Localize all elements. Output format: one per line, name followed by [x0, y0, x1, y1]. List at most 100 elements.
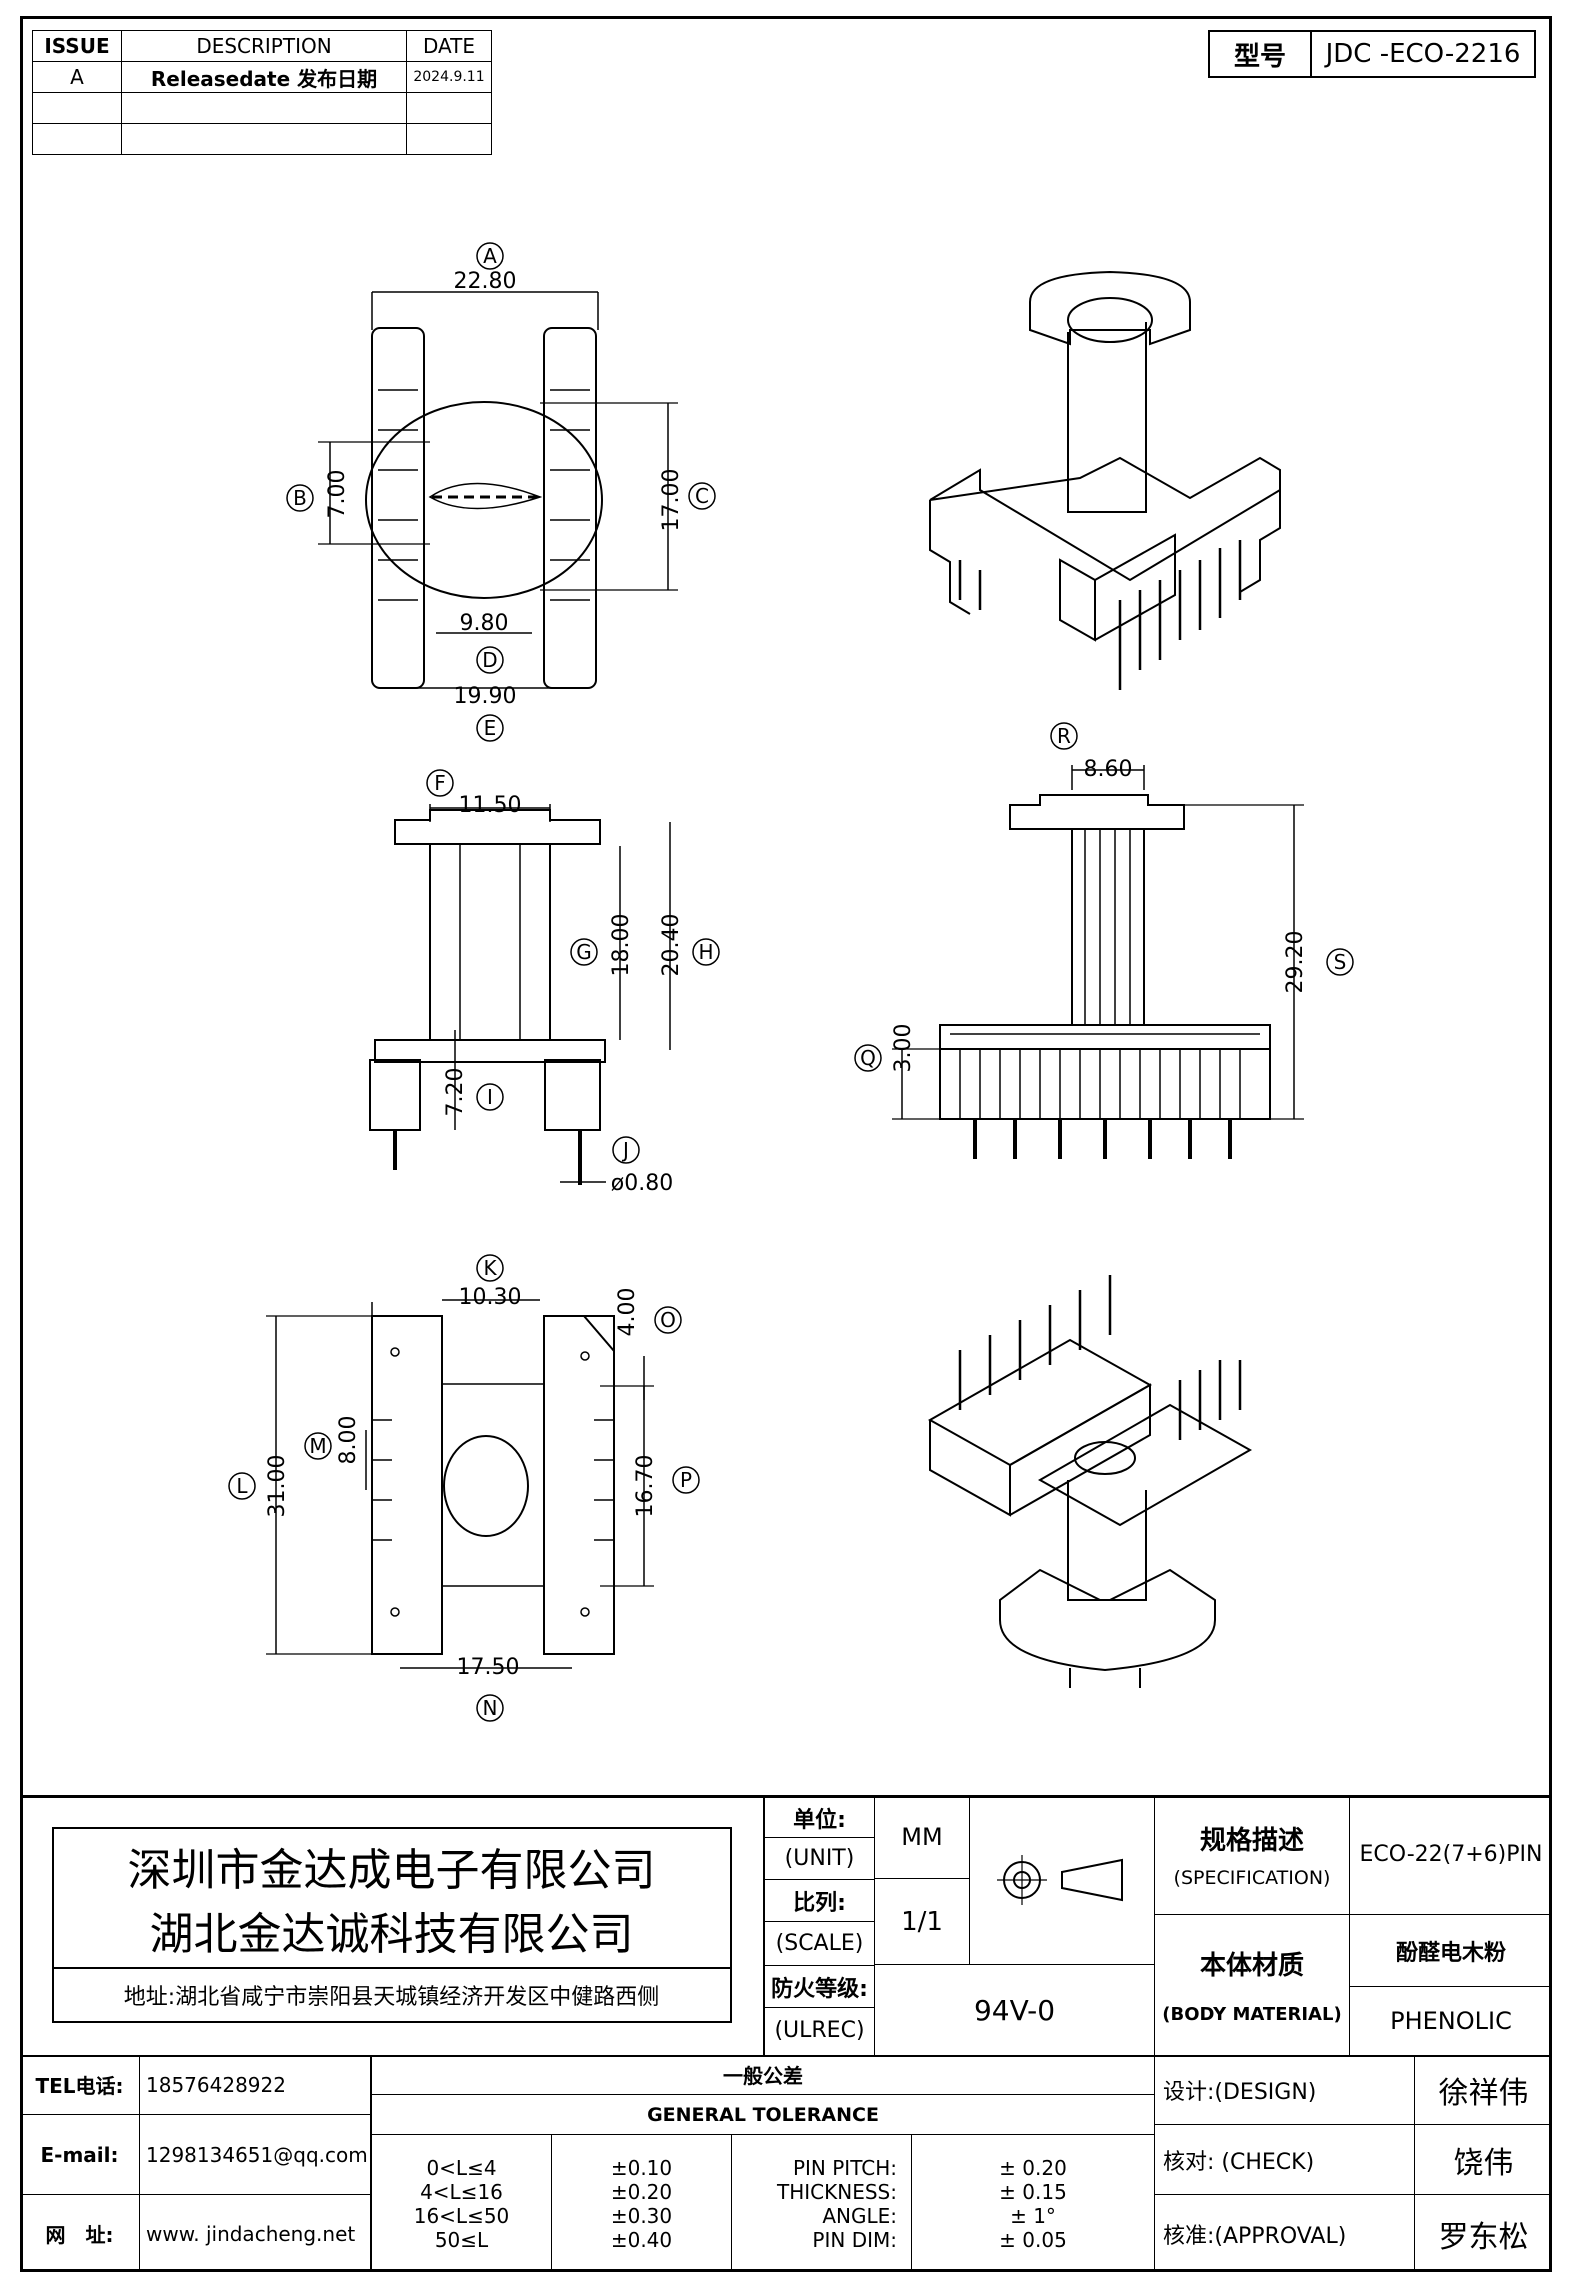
marker-o: O: [660, 1308, 676, 1332]
marker-g: G: [576, 940, 592, 964]
other-tol-2: ± 1°: [1010, 2203, 1056, 2228]
range-0: 0<L≤4: [426, 2155, 497, 2180]
bottom-view: [266, 1299, 654, 1669]
drawing-frame: [20, 16, 1552, 2272]
fire-label-en: (ULREC): [774, 2017, 865, 2043]
description-header: DESCRIPTION: [121, 30, 407, 62]
fire-value: 94V-0: [875, 1965, 1155, 2055]
tolerance-title-cn: 一般公差: [372, 2055, 1155, 2095]
other-tol-3: ± 0.05: [999, 2227, 1067, 2252]
marker-n: N: [483, 1696, 498, 1720]
design-label: 设计:(DESIGN): [1155, 2055, 1415, 2125]
spec-label-cn: 规格描述: [1199, 1826, 1304, 1856]
top-view: [318, 291, 678, 689]
design-name: 徐祥伟: [1415, 2055, 1552, 2125]
model-value: JDC -ECO-2216: [1325, 39, 1521, 69]
scale-label-en: (SCALE): [765, 1922, 874, 1966]
other-tol-1: ± 0.15: [999, 2179, 1067, 2204]
other-tol-0: ± 0.20: [999, 2155, 1067, 2180]
dim-o: 4.00: [615, 1288, 640, 1337]
range-tol-1: ±0.20: [610, 2179, 673, 2204]
dim-a: 22.80: [454, 269, 517, 294]
marker-q: Q: [860, 1046, 876, 1070]
revision-table: ISSUE DESCRIPTION DATE A Releasedate 发布日…: [32, 30, 492, 155]
dim-n: 17.50: [457, 1655, 520, 1680]
material-value-en: PHENOLIC: [1390, 2007, 1512, 2035]
date-header: DATE: [406, 30, 492, 62]
other-label-3: PIN DIM:: [812, 2227, 897, 2252]
marker-k: K: [483, 1256, 497, 1280]
marker-m: M: [309, 1434, 326, 1458]
unit-label-en: (UNIT): [765, 1838, 874, 1880]
dim-s: 29.20: [1283, 931, 1308, 994]
range-1: 4<L≤16: [420, 2179, 503, 2204]
dim-f: 11.50: [459, 793, 522, 818]
material-label-cn: 本体材质: [1199, 1951, 1304, 1981]
marker-a: A: [483, 244, 497, 268]
marker-l: L: [236, 1474, 248, 1498]
dim-m: 8.00: [336, 1416, 361, 1465]
company-address: 地址:湖北省咸宁市崇阳县天城镇经济开发区中健路西侧: [51, 1967, 732, 2023]
spec-value: ECO-22(7+6)PIN: [1350, 1795, 1552, 1915]
technical-drawing: 22.80 7.00 17.00 9.80 19.90 A B C D E 11…: [228, 242, 1354, 1722]
scale-label-cn: 比列:: [765, 1880, 874, 1922]
check-name: 饶伟: [1415, 2125, 1552, 2195]
model-label: 型号: [1210, 32, 1312, 76]
dim-p: 16.70: [633, 1455, 658, 1518]
marker-r: R: [1057, 724, 1071, 748]
dim-l: 31.00: [265, 1455, 290, 1518]
company-name-1: 深圳市金达成电子有限公司: [127, 1845, 656, 1896]
tolerance-title-en: GENERAL TOLERANCE: [372, 2095, 1155, 2135]
unit-label-cn: 单位:: [765, 1798, 874, 1838]
iso-view-top: [929, 270, 1281, 690]
tel-value: 18576428922: [140, 2055, 370, 2115]
unit-value: MM: [875, 1795, 970, 1879]
approval-name: 罗东松: [1438, 2219, 1529, 2255]
range-3: 50≤L: [434, 2227, 489, 2252]
web-value: www. jindacheng.net: [146, 2221, 356, 2246]
marker-d: D: [482, 648, 497, 672]
dim-h: 20.40: [659, 914, 684, 977]
dim-j: ø0.80: [611, 1171, 673, 1196]
marker-i: I: [487, 1085, 493, 1109]
marker-j: J: [621, 1138, 629, 1162]
dim-i: 7.20: [443, 1068, 468, 1117]
dim-k: 10.30: [459, 1285, 522, 1310]
email-value: 1298134651@qq.com: [140, 2115, 370, 2195]
marker-h: H: [698, 940, 713, 964]
marker-b: B: [293, 486, 307, 510]
dim-g: 18.00: [609, 914, 634, 977]
range-tol-0: ±0.10: [610, 2155, 673, 2180]
marker-c: C: [695, 484, 709, 508]
scale-value: 1/1: [875, 1879, 970, 1965]
fire-label-cn: 防火等级:: [765, 1966, 874, 2008]
marker-p: P: [680, 1468, 692, 1492]
marker-f: F: [434, 771, 446, 795]
title-block: 深圳市金达成电子有限公司 湖北金达诚科技有限公司 地址:湖北省咸宁市崇阳县天城镇…: [20, 1795, 1552, 2272]
dim-b: 7.00: [325, 470, 350, 519]
approval-label: 核准:(APPROVAL): [1155, 2195, 1415, 2272]
dim-r: 8.60: [1084, 757, 1133, 782]
range-2: 16<L≤50: [413, 2203, 510, 2228]
material-label-en: (BODY MATERIAL): [1162, 2004, 1342, 2025]
material-value-cn: 酚醛电木粉: [1350, 1915, 1552, 1987]
marker-s: S: [1334, 950, 1347, 974]
other-label-1: THICKNESS:: [777, 2179, 897, 2204]
other-label-0: PIN PITCH:: [792, 2155, 897, 2180]
dim-c: 17.00: [659, 469, 684, 532]
projection-symbol: [970, 1795, 1155, 1965]
spec-label-en: (SPECIFICATION): [1173, 1867, 1331, 1889]
dim-d: 9.80: [460, 611, 509, 636]
company-name-2: 湖北金达诚科技有限公司: [149, 1909, 634, 1960]
marker-e: E: [484, 716, 497, 740]
check-label: 核对: (CHECK): [1155, 2125, 1415, 2195]
range-tol-3: ±0.40: [610, 2227, 673, 2252]
range-tol-2: ±0.30: [610, 2203, 673, 2228]
issue-cell: A: [32, 61, 122, 93]
model-box: 型号 JDC -ECO-2216: [1208, 30, 1536, 78]
iso-view-bottom: [927, 1275, 1253, 1688]
email-label: E-mail:: [20, 2115, 139, 2195]
side-view: [369, 804, 671, 1185]
web-label: 网 址:: [45, 2223, 114, 2247]
dim-q: 3.00: [891, 1024, 916, 1073]
